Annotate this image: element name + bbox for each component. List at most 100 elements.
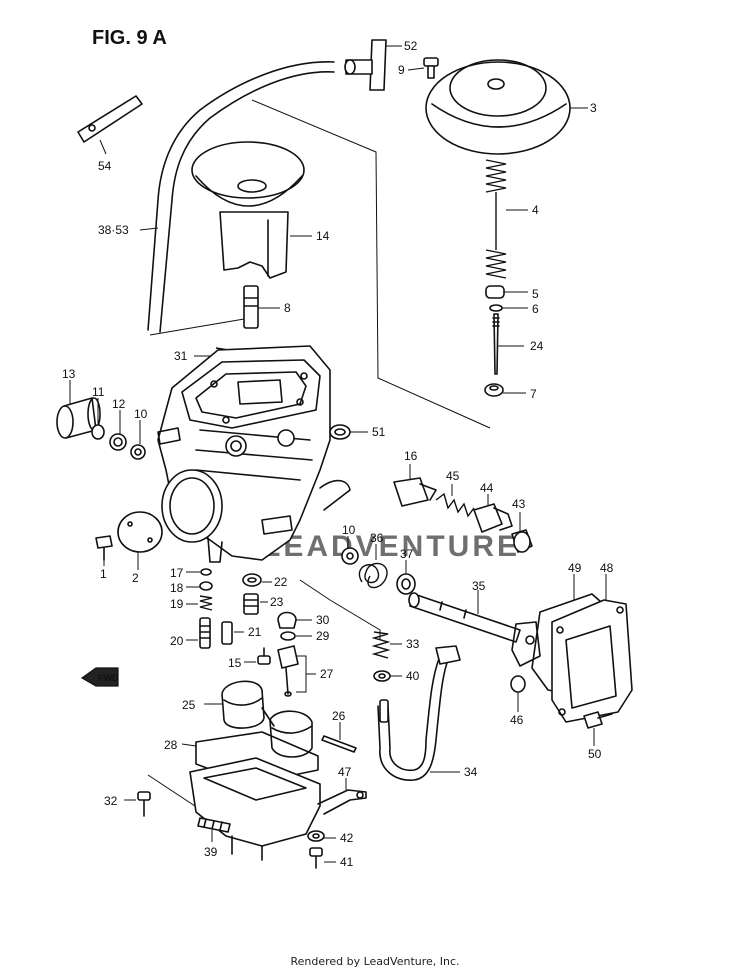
callout-1: 1 — [100, 567, 107, 581]
fwd-arrow-icon: FWD — [80, 667, 119, 687]
callout-24: 24 — [530, 339, 544, 353]
part-10-o-ring-right[interactable] — [341, 547, 359, 565]
part-38-53-vent-hose[interactable] — [147, 61, 335, 333]
watermark-text: LEADVENTURE — [262, 530, 520, 563]
part-23-jet[interactable] — [243, 593, 259, 615]
part-21-pilot-jet[interactable] — [221, 621, 233, 645]
part-44-nut[interactable] — [473, 503, 513, 533]
callout-17: 17 — [170, 566, 184, 580]
callout-23: 23 — [270, 595, 284, 609]
part-54-bracket[interactable] — [77, 95, 143, 143]
part-24-jet-needle[interactable] — [492, 313, 500, 375]
part-2-cover-plate[interactable] — [117, 511, 163, 553]
carburetor-body[interactable] — [157, 345, 351, 563]
callout-11: 11 — [92, 385, 105, 399]
fwd-label: FWD — [98, 673, 119, 683]
callout-21: 21 — [248, 625, 262, 639]
callout-30: 30 — [316, 613, 330, 627]
part-25-floats[interactable] — [221, 680, 313, 758]
callout-20: 20 — [170, 634, 184, 648]
callout-29: 29 — [316, 629, 330, 643]
callout-5: 5 — [532, 287, 539, 301]
callout-12: 12 — [112, 397, 126, 411]
part-28-bowl-gasket[interactable] — [195, 731, 319, 785]
part-11-o-ring[interactable] — [91, 424, 105, 440]
callout-18: 18 — [170, 581, 184, 595]
callout-40: 40 — [406, 669, 420, 683]
callout-4: 4 — [532, 203, 539, 217]
callout-41: 41 — [340, 855, 354, 869]
part-52-t-joint[interactable] — [344, 39, 387, 91]
part-40-washer[interactable] — [373, 670, 391, 682]
part-19-spring[interactable] — [199, 595, 213, 611]
part-37-washer[interactable] — [396, 573, 416, 595]
callout-48: 48 — [600, 561, 614, 575]
part-14-diaphragm-piston[interactable] — [191, 141, 305, 279]
part-47-bracket[interactable] — [317, 789, 367, 815]
part-41-screw[interactable] — [309, 847, 323, 869]
callout-32: 32 — [104, 794, 118, 808]
callout-36: 36 — [370, 531, 384, 545]
part-34-hose[interactable] — [377, 645, 461, 781]
callout-8: 8 — [284, 301, 291, 315]
part-32-screw[interactable] — [137, 791, 151, 817]
part-6-clip[interactable] — [489, 304, 503, 312]
callout-52: 52 — [404, 39, 418, 53]
callout-47: 47 — [338, 765, 352, 779]
part-8-needle-holder[interactable] — [243, 285, 259, 329]
part-20-pilot-screw[interactable] — [199, 617, 211, 649]
callout-35: 35 — [472, 579, 486, 593]
callout-19: 19 — [170, 597, 184, 611]
part-30-cap[interactable] — [277, 611, 297, 629]
part-51-o-ring[interactable] — [329, 424, 351, 440]
part-43-cap[interactable] — [511, 529, 533, 553]
callout-39: 39 — [204, 845, 218, 859]
part-12-washer[interactable] — [109, 433, 127, 451]
part-33-spring[interactable] — [371, 631, 391, 659]
callout-15: 15 — [228, 656, 242, 670]
part-46-collar[interactable] — [510, 675, 526, 693]
part-15-screw[interactable] — [257, 647, 271, 665]
callout-44: 44 — [480, 481, 494, 495]
part-18-washer[interactable] — [199, 581, 213, 591]
part-39-drain-screw[interactable] — [197, 817, 231, 833]
part-17-o-ring[interactable] — [200, 568, 212, 576]
callout-34: 34 — [464, 765, 478, 779]
part-10-o-ring-left[interactable] — [130, 444, 146, 460]
part-42-washer[interactable] — [307, 830, 325, 842]
part-45-spring[interactable] — [435, 492, 475, 518]
part-48-throttle-cover[interactable] — [551, 599, 633, 723]
callout-2: 2 — [132, 571, 139, 585]
part-36-spring[interactable] — [358, 562, 388, 589]
callout-9: 9 — [398, 63, 405, 77]
callout-14: 14 — [316, 229, 330, 243]
callout-42: 42 — [340, 831, 354, 845]
callout-16: 16 — [404, 449, 418, 463]
part-29-o-ring[interactable] — [280, 631, 296, 641]
assembly-guide-lines — [147, 99, 491, 807]
part-35-throttle-shaft[interactable] — [408, 592, 541, 667]
callout-46: 46 — [510, 713, 524, 727]
callout-26: 26 — [332, 709, 346, 723]
callout-25: 25 — [182, 698, 196, 712]
part-16-starter-plunger[interactable] — [393, 477, 437, 507]
part-1-screw[interactable] — [95, 535, 113, 561]
part-50-screw[interactable] — [583, 711, 613, 729]
callout-54: 54 — [98, 159, 112, 173]
part-9-screw[interactable] — [423, 57, 439, 79]
part-26-float-pin[interactable] — [321, 735, 357, 753]
callout-31: 31 — [174, 349, 188, 363]
callout-50: 50 — [588, 747, 602, 761]
part-4-spring[interactable] — [485, 159, 507, 279]
part-7-washer[interactable] — [484, 383, 504, 397]
part-5-retainer[interactable] — [485, 285, 505, 299]
callout-7: 7 — [530, 387, 537, 401]
callout-43: 43 — [512, 497, 526, 511]
callout-10-right: 10 — [342, 523, 356, 537]
footer-credit: Rendered by LeadVenture, Inc. — [290, 955, 460, 968]
part-27-screw-set[interactable] — [277, 645, 299, 697]
part-3-top-cap[interactable] — [425, 59, 571, 155]
part-22-washer[interactable] — [242, 573, 262, 587]
callout-38-53: 38·53 — [98, 223, 129, 237]
callout-27: 27 — [320, 667, 334, 681]
